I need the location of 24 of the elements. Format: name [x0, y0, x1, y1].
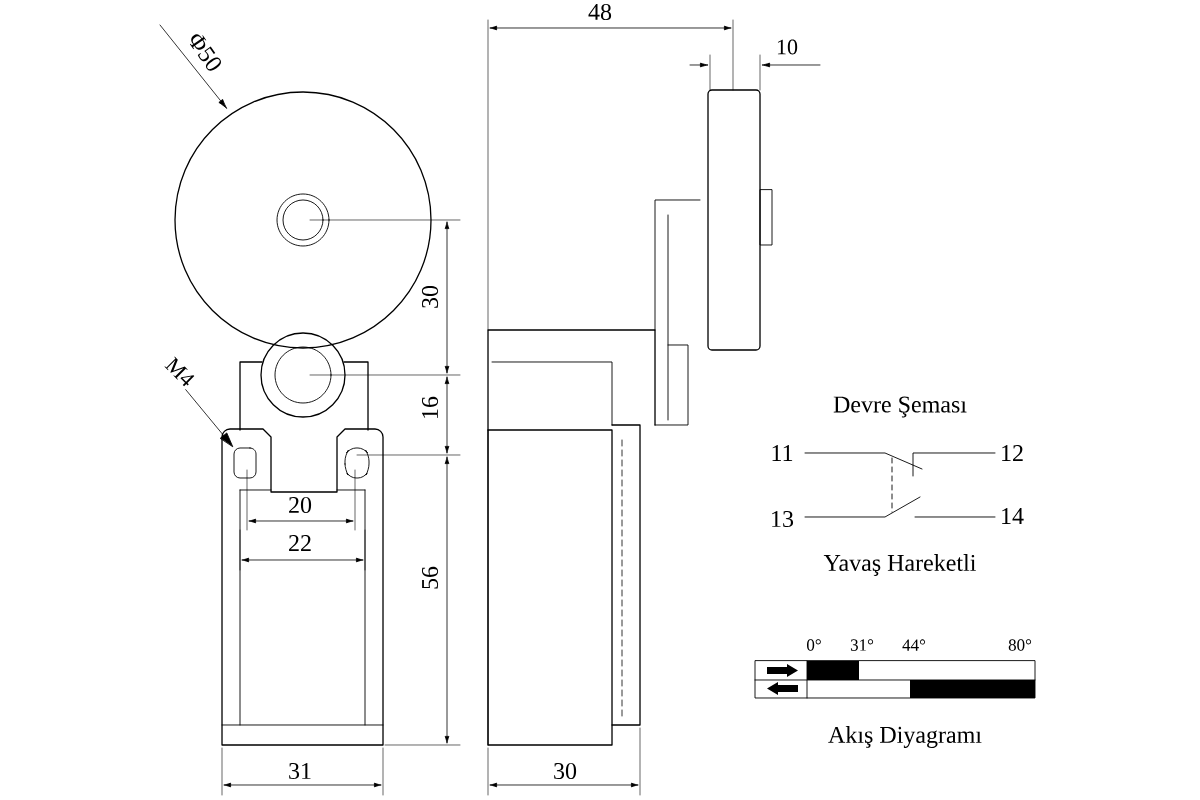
terminal-number: 11: [772, 445, 793, 461]
dimension-label: 30: [554, 762, 577, 780]
terminal-number: 14: [1002, 508, 1024, 524]
angle-label: 31°: [850, 639, 874, 651]
terminal-number: 13: [772, 510, 794, 528]
callout-label: M4: [164, 356, 195, 387]
circuit-caption: Yavaş Hareketli: [823, 554, 976, 576]
flow-diagram-caption: Akış Diyagramı: [828, 726, 982, 748]
circuit-title: Devre Şeması: [833, 396, 967, 418]
dimension-label: 48: [588, 3, 612, 21]
dimension-label: 31: [289, 762, 311, 780]
dimension-label: Φ50: [189, 34, 221, 71]
mounting-hole: [233, 447, 257, 479]
angle-label: 80°: [1008, 639, 1032, 651]
dimension-label: 22: [289, 535, 311, 551]
terminal-number: 12: [1002, 445, 1023, 461]
leader-line: [185, 389, 233, 447]
dimension-label: 30: [421, 285, 439, 308]
angle-label: 44°: [902, 639, 926, 651]
dimension-label: 10: [777, 39, 798, 55]
angle-label: 0°: [807, 639, 821, 651]
dimension-label: 56: [421, 566, 439, 589]
dimension-label: 20: [289, 496, 312, 514]
dimension-label: 16: [421, 396, 439, 418]
